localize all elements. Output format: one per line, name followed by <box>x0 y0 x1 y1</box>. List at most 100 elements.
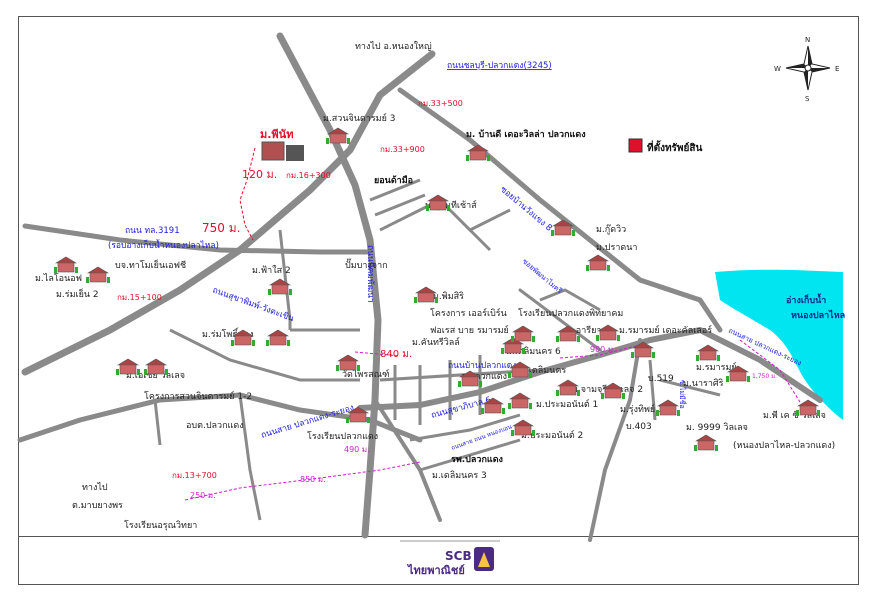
house-icon <box>551 219 575 236</box>
house-icon <box>511 325 535 342</box>
house-icon <box>231 329 255 346</box>
svg-text:กม.33+900: กม.33+900 <box>380 145 425 154</box>
main-roads <box>17 32 823 542</box>
house-icon <box>346 406 370 423</box>
house-icon <box>508 392 532 409</box>
place-u403: บ.403 <box>626 422 652 432</box>
compass-rose: N S E W <box>774 36 839 103</box>
dist-750: 750 ม. <box>202 221 240 235</box>
place-kugreen: ม.กู๊ดวิว <box>596 224 626 235</box>
footer-divider <box>18 536 859 537</box>
svg-text:กม.33+500: กม.33+500 <box>418 99 463 108</box>
place-ram: ม.รมารมย์ เดอะคัลเลอร์ <box>619 324 712 336</box>
house-icon <box>586 254 610 271</box>
svg-text:840 ม.: 840 ม. <box>380 349 412 360</box>
house-icon <box>596 324 620 341</box>
subject-marker: ม.พีนัท 120 ม. <box>239 128 304 241</box>
svg-text:S: S <box>805 95 810 103</box>
house-icon <box>268 278 292 295</box>
house-icon <box>466 144 490 161</box>
house-icon <box>481 397 505 414</box>
house-icon <box>556 325 580 342</box>
place-sch3: โรงเรียนปลวกแดงพิทยาคม <box>518 308 623 319</box>
house-icon <box>726 365 750 382</box>
svg-text:ถนนนิคมพัฒนา: ถนนนิคมพัฒนา <box>365 245 375 303</box>
reservoir-water <box>715 269 843 420</box>
place-wat: วัดไพรสณฑ์ <box>342 368 390 380</box>
place-kaa: บจ.ทาโมเย็นเอฟชี <box>115 258 186 271</box>
svg-text:กม.16+300: กม.16+300 <box>286 171 331 180</box>
to-manayapon-1: ทางไป <box>82 482 108 493</box>
to-nong-yai: ทางไป อ.หนองใหญ่ <box>355 41 432 52</box>
road-3191: ถนน ทล.3191 <box>125 226 180 236</box>
svg-text:ที่ตั้งทรัพย์สิน: ที่ตั้งทรัพย์สิน <box>647 140 702 154</box>
place-suan_jin: ม.สวนจินดารมย์ 3 <box>323 112 395 124</box>
house-icon <box>266 329 290 346</box>
place-npl: (หนองปลาไหล-ปลวกแดง) <box>733 440 835 451</box>
house-icon <box>656 399 680 416</box>
house-icon <box>86 266 110 283</box>
route-lines <box>184 339 806 501</box>
place-ang: อ่างเก็บน้ำ <box>786 293 826 306</box>
place-fa2: ม.ฟ้าใส 2 <box>252 265 291 276</box>
place-u519: บ.519 <box>648 374 674 384</box>
minor-roads <box>153 178 721 521</box>
svg-text:กม.15+100: กม.15+100 <box>117 293 162 302</box>
house-icon <box>694 434 718 451</box>
place-ph9999: ม. 9999 วิลเลจ <box>686 422 748 433</box>
house-icon <box>414 286 438 303</box>
place-labels: ม. บ้านดี เดอะวิลล่า ปลวกแดง ม.สวนจินดารม… <box>35 112 845 531</box>
house-icon <box>458 370 482 387</box>
place-fors: ฟอเรส บาย รมารมย์ <box>430 324 509 336</box>
svg-text:N: N <box>805 36 810 44</box>
house-icon <box>601 382 625 399</box>
svg-text:ซอยพัฒนาไมตรี: ซอยพัฒนาไมตรี <box>521 257 565 296</box>
legend: ที่ตั้งทรัพย์สิน <box>628 138 702 154</box>
house-icon <box>144 358 168 375</box>
place-suan_ya: โครงการสวนจินดารมย์ 1-2 <box>144 390 252 402</box>
place-lyonaf: ม.ไลโอนอฟ <box>35 273 82 284</box>
house-icons <box>54 127 820 451</box>
svg-text:850 ม.: 850 ม. <box>300 475 326 484</box>
place-nara: ม.นาราศิริ <box>683 378 724 389</box>
house-icon <box>116 358 140 375</box>
place-office: อบต.ปลวกแดง <box>186 421 244 431</box>
place-pitsiri: ม.พิมสิริ <box>433 291 464 302</box>
house-icon <box>54 256 78 273</box>
place-anon2: ม.ประมอนันต์ 2 <box>521 429 583 441</box>
road-chonburi: ถนนชลบุรี-ปลวกแดง(3245) <box>447 60 552 71</box>
scb-logo: SCB ไทยพาณิชย์ <box>400 540 500 577</box>
place-yaw: ยอนด้ามือ <box>374 174 413 186</box>
svg-text:1,750 ม.: 1,750 ม. <box>752 373 777 380</box>
place-school2: โรงเรียนอรุณวิทยา <box>124 520 197 531</box>
place-ar: ม.อารียา <box>567 325 601 336</box>
svg-text:490 ม.: 490 ม. <box>344 445 370 454</box>
place-ban_villa: ม. บ้านดี เดอะวิลล่า ปลวกแดง <box>466 129 586 140</box>
distances: 840 ม. 490 ม. 850 ม. 250 ม. 900 ม. 1,750… <box>190 345 777 500</box>
svg-text:กม.13+700: กม.13+700 <box>172 471 217 480</box>
place-rom2: ม.ร่มเย็น 2 <box>56 287 99 300</box>
house-icon <box>556 379 580 396</box>
reservoir-road: (รอบอางเก็บน้ำหนองปลาไหล) <box>108 239 219 251</box>
svg-text:ไทยพาณิชย์: ไทยพาณิชย์ <box>406 563 465 577</box>
km-marks: กม.33+500 กม.33+900 กม.16+300 กม.15+100 … <box>117 99 463 480</box>
place-anu: ม.เดลิมนคร <box>520 365 566 376</box>
svg-text:E: E <box>835 65 839 73</box>
house-icon <box>696 344 720 361</box>
svg-text:ซ.ไม่มีชื่อ: ซ.ไม่มีชื่อ <box>678 380 687 409</box>
svg-text:250 ม.: 250 ม. <box>190 491 216 500</box>
place-ptk: ม.พี เค ซี วิลเลจ <box>763 410 826 421</box>
svg-text:ถนนบ้านปลวกแดง: ถนนบ้านปลวกแดง <box>448 360 516 371</box>
place-khatwill: ม.คันทรีวิลล์ <box>412 336 460 348</box>
place-hosp: รพ.ปลวกแดง <box>451 454 503 465</box>
house-icon <box>796 399 820 416</box>
place-amp: อ.ปลวกแดง <box>461 372 507 382</box>
svg-text:W: W <box>774 65 781 73</box>
to-manayapon-2: ต.มาบยางพร <box>72 501 123 511</box>
place-ayer: โครงการ เออร์เบิร์น <box>430 307 507 319</box>
house-icon <box>426 194 450 211</box>
house-icon <box>336 354 360 371</box>
place-anon1: ม.ประมอนันต์ 1 <box>536 398 598 410</box>
place-bang: ปั๊มบางจาก <box>345 258 388 271</box>
place-school1: โรงเรียนปลวกแดง <box>307 431 378 442</box>
